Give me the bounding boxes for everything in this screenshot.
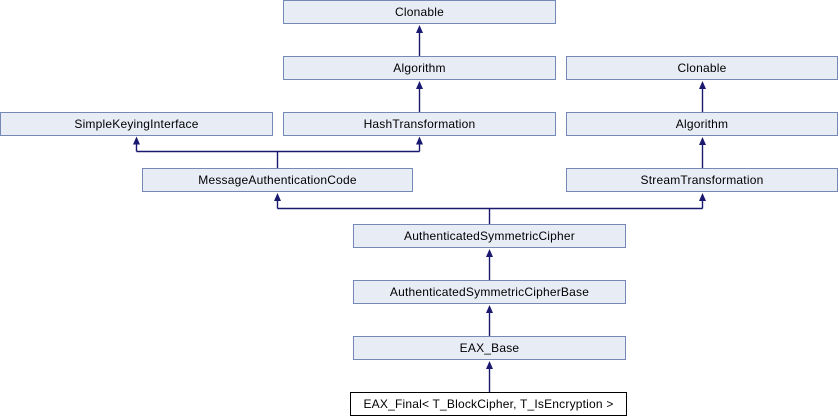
edge-algorithm-right-to-clonable-right — [699, 81, 706, 112]
class-node-message-authentication-code[interactable]: MessageAuthenticationCode — [142, 168, 413, 192]
edge-mac-to-ski-and-hash-transformation — [133, 136, 423, 168]
arrow-up-icon — [486, 305, 493, 313]
class-node-authenticated-symmetric-cipher[interactable]: AuthenticatedSymmetricCipher — [353, 224, 626, 248]
arrow-up-icon — [699, 137, 706, 145]
arrow-up-icon — [486, 249, 493, 257]
arrow-up-icon — [699, 193, 706, 201]
edge-asc-to-mac-and-stream-transformation — [274, 193, 706, 224]
class-node-clonable-top[interactable]: Clonable — [283, 0, 556, 24]
arrow-up-icon — [486, 361, 493, 369]
edge-ascb-to-asc — [486, 249, 493, 280]
arrow-up-icon — [133, 136, 140, 145]
class-node-stream-transformation[interactable]: StreamTransformation — [566, 168, 838, 192]
class-node-clonable-right[interactable]: Clonable — [566, 56, 838, 80]
arrow-up-icon — [416, 25, 423, 33]
edge-stream-transformation-to-algorithm-right — [699, 137, 706, 168]
edge-eax-final-to-eax-base — [486, 361, 493, 392]
class-node-authenticated-symmetric-cipher-base[interactable]: AuthenticatedSymmetricCipherBase — [353, 280, 626, 304]
arrow-up-icon — [699, 81, 706, 89]
arrow-up-icon — [416, 81, 423, 89]
edge-algorithm-left-to-clonable-left — [416, 25, 423, 56]
class-node-eax-final-current: EAX_Final< T_BlockCipher, T_IsEncryption… — [350, 392, 627, 416]
class-node-algorithm-left[interactable]: Algorithm — [283, 56, 556, 80]
class-node-hash-transformation[interactable]: HashTransformation — [283, 112, 556, 136]
class-node-algorithm-right[interactable]: Algorithm — [566, 112, 838, 136]
edge-eax-base-to-ascb — [486, 305, 493, 336]
class-node-eax-base[interactable]: EAX_Base — [353, 336, 626, 360]
arrow-up-icon — [416, 136, 423, 145]
edge-hash-transformation-to-algorithm-left — [416, 81, 423, 112]
edge-line — [135, 142, 421, 168]
arrow-up-icon — [274, 193, 281, 201]
class-node-simple-keying-interface[interactable]: SimpleKeyingInterface — [0, 112, 273, 136]
edge-line — [276, 199, 704, 224]
